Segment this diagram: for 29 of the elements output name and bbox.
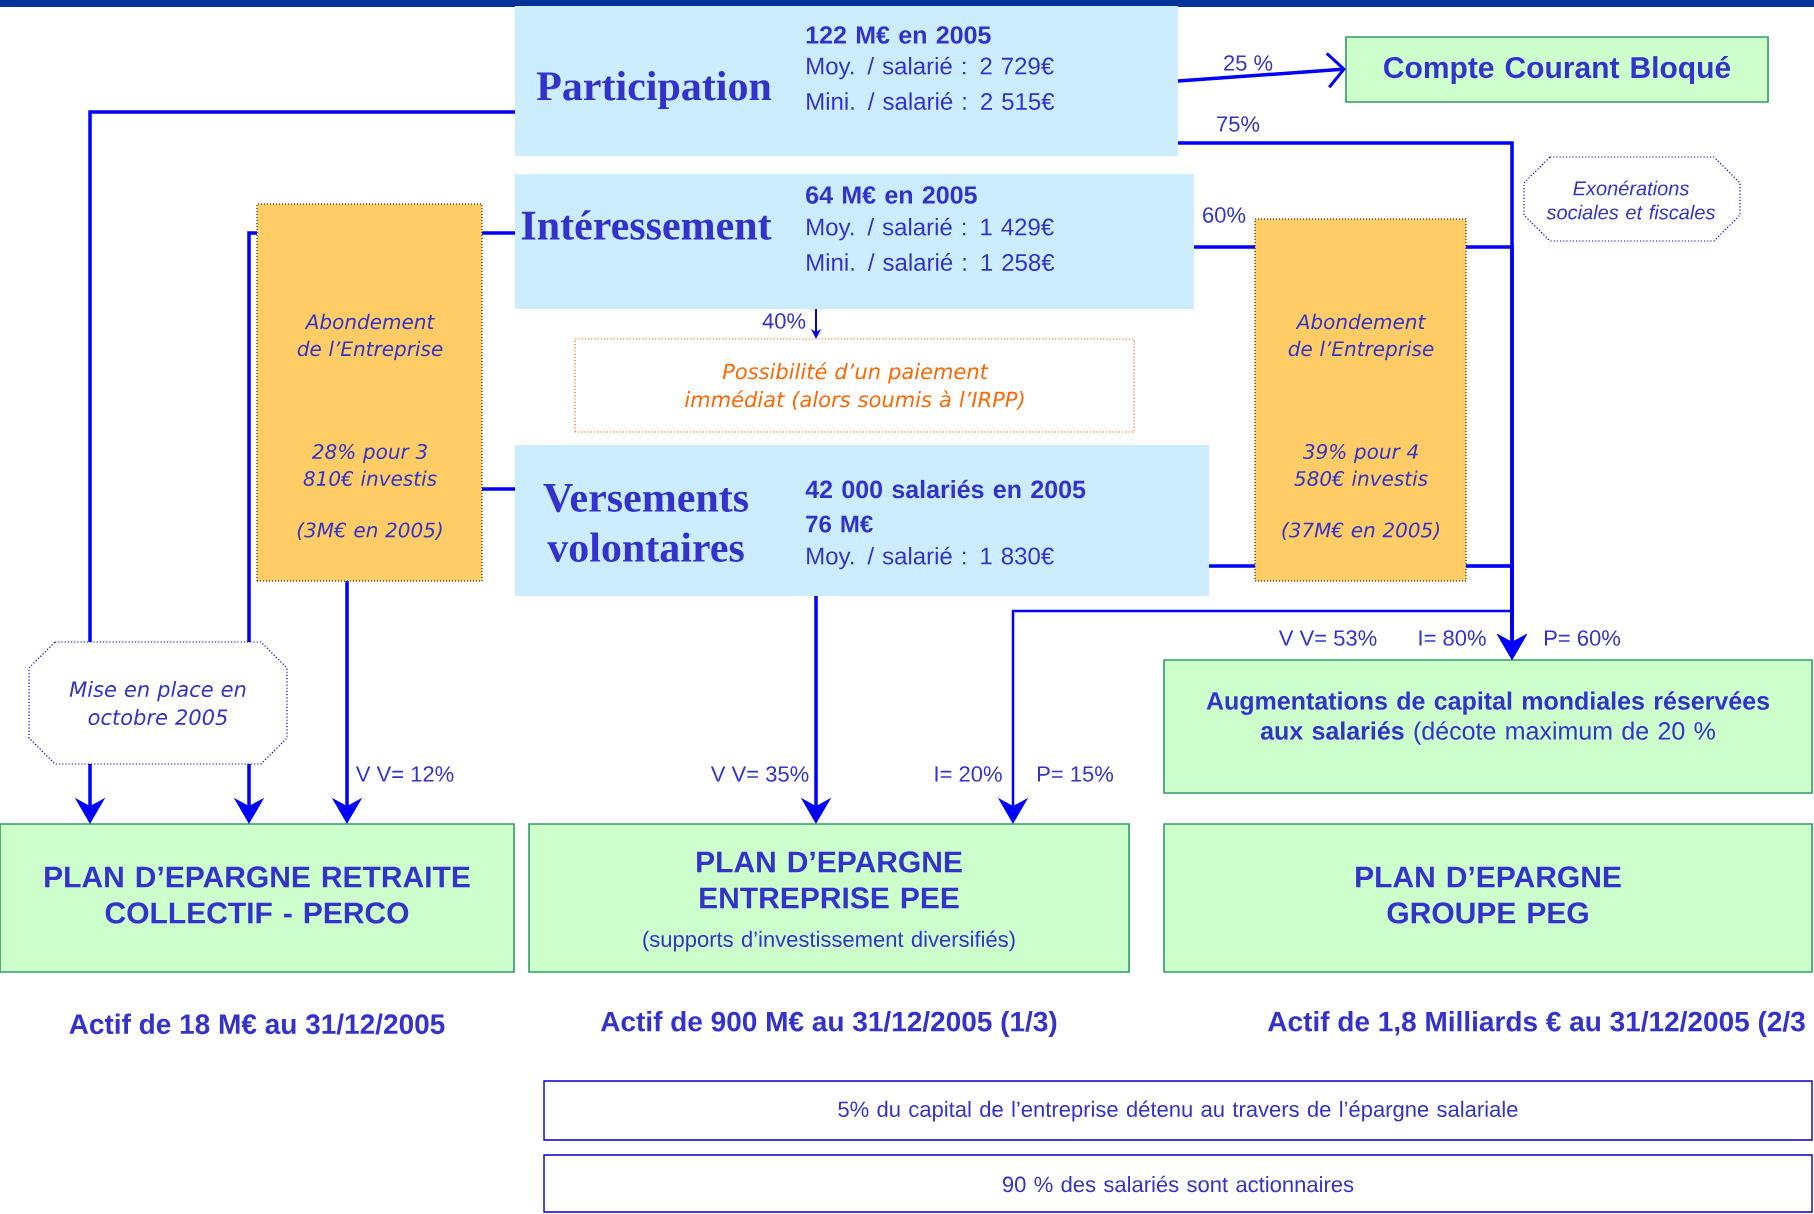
edge-label: 75% [1215, 115, 1262, 133]
arrow [1177, 52, 1346, 89]
info-box: Versements volontaires 42 000 salariés en 2005 76 M€ Moy. / salarié : 1 830€ [515, 445, 1209, 596]
asset-caption: Actif de 1,8 Milliards € au 31/12/2005 (2/3 [1268, 1010, 1805, 1038]
capital-increase-box: Augmentations de capital mondiales réservées aux salariés (décote maximum de 20 % [1163, 659, 1813, 794]
account-box: Compte Courant Bloqué [1345, 36, 1769, 103]
note-octagon: Exonérations sociales et fiscales [1523, 156, 1741, 242]
edge-label: V V= 12% [354, 765, 456, 783]
info-box: Intéressement 64 M€ en 2005 Moy. / salarié : 1 429€ Mini. / salarié : 1 258€ [515, 174, 1194, 309]
plan-box: PLAN D’EPARGNE RETRAITE COLLECTIF - PERCO [0, 823, 515, 973]
contribution-box: Abondement de l’Entreprise 28% pour 3 810€ investis (3M€ en 2005) [256, 203, 483, 582]
edge-label: V V= 35% [709, 765, 811, 783]
share-label: I= 80% [1419, 630, 1486, 646]
plan-box: PLAN D’EPARGNE GROUPE PEG [1163, 823, 1813, 973]
contribution-box: Abondement de l’Entreprise 39% pour 4 580€ investis (37M€ en 2005) [1254, 218, 1467, 582]
asset-caption: Actif de 900 M€ au 31/12/2005 (1/3) [600, 1010, 1057, 1038]
share-label: P= 15% [1038, 766, 1114, 782]
edge-label: 40% [761, 312, 808, 330]
edge-label: 25 % [1221, 54, 1275, 72]
statement-box: 5% du capital de l’entreprise détenu au travers de l’épargne salariale [543, 1080, 1813, 1141]
info-box: Participation 122 M€ en 2005 Moy. / salarié : 2 729€ Mini. / salarié : 2 515€ [515, 6, 1178, 156]
note-box: Possibilité d’un paiement immédiat (alors soumis à l’IRPP) [574, 338, 1135, 433]
note-octagon: Mise en place en octobre 2005 [28, 641, 288, 765]
asset-caption: Actif de 18 M€ au 31/12/2005 [69, 1013, 445, 1035]
share-label: V V= 53% [1278, 630, 1377, 646]
statement-box: 90 % des salariés sont actionnaires [543, 1154, 1813, 1213]
plan-box: PLAN D’EPARGNE ENTREPRISE PEE (supports d’investissement diversifiés) [528, 823, 1130, 973]
edge-label: 60% [1201, 206, 1248, 224]
share-label: I= 20% [935, 766, 1002, 782]
